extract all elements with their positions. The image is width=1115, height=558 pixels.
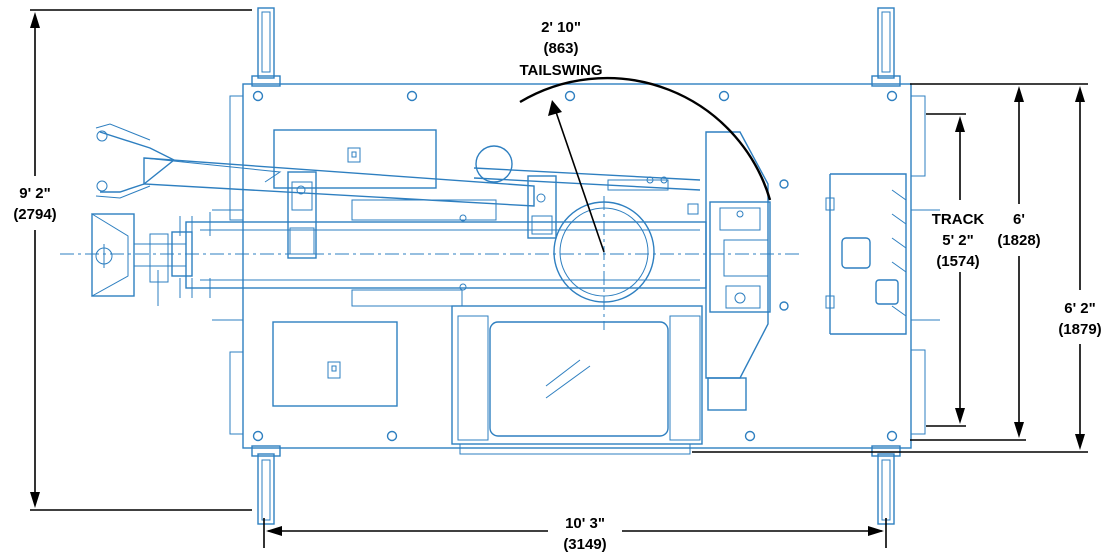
outrigger-span-mm-label: (3149) (563, 536, 606, 553)
hoist-cylinder (473, 167, 701, 215)
tailswing-arrowhead (548, 100, 562, 116)
outrigger-bottom-left (251, 445, 281, 525)
body-width-feet-label: 6' (1013, 211, 1025, 228)
boom-hook-block (91, 212, 211, 306)
right-upper-step (910, 95, 926, 177)
tailswing-feet-label: 2' 10" (541, 19, 581, 36)
boom-arm (95, 123, 557, 259)
body-width-dimension (910, 83, 1026, 441)
upper-engine-housing (273, 129, 513, 307)
left-upper-step (229, 95, 244, 221)
chassis-outline (242, 83, 912, 449)
overall-width-feet-label: 6' 2" (1064, 300, 1096, 317)
tailswing-radius-line (555, 111, 605, 253)
overall-length-feet-label: 9' 2" (19, 185, 51, 202)
left-lower-step (229, 351, 244, 435)
overall-length-dimension (30, 9, 252, 511)
tailswing-label: TAILSWING (519, 62, 602, 79)
right-lower-step (910, 349, 926, 435)
body-width-mm-label: (1828) (997, 232, 1040, 249)
engine-hood (825, 173, 907, 335)
overall-width-mm-label: (1879) (1058, 321, 1101, 338)
track-dimension (926, 113, 966, 427)
track-feet-label: 5' 2" (942, 232, 974, 249)
outrigger-span-dimension (263, 518, 887, 548)
main-boom (91, 212, 707, 306)
winch-assembly (705, 131, 771, 411)
outrigger-top-left (251, 7, 281, 87)
tailswing-arc (519, 76, 772, 201)
track-mm-label: (1574) (936, 253, 979, 270)
chassis-bolts (252, 90, 898, 442)
track-label: TRACK (932, 211, 985, 228)
outrigger-bottom-right (871, 445, 901, 525)
crane-machine-outline (60, 7, 940, 525)
tailswing-dimension (519, 76, 772, 253)
overall-length-mm-label: (2794) (13, 206, 56, 223)
outrigger-span-feet-label: 10' 3" (565, 515, 605, 532)
outrigger-top-right (871, 7, 901, 87)
operator-cab (451, 305, 703, 455)
lower-control-box (272, 321, 398, 407)
overall-width-dimension (692, 83, 1088, 453)
tailswing-mm-label: (863) (543, 40, 578, 57)
